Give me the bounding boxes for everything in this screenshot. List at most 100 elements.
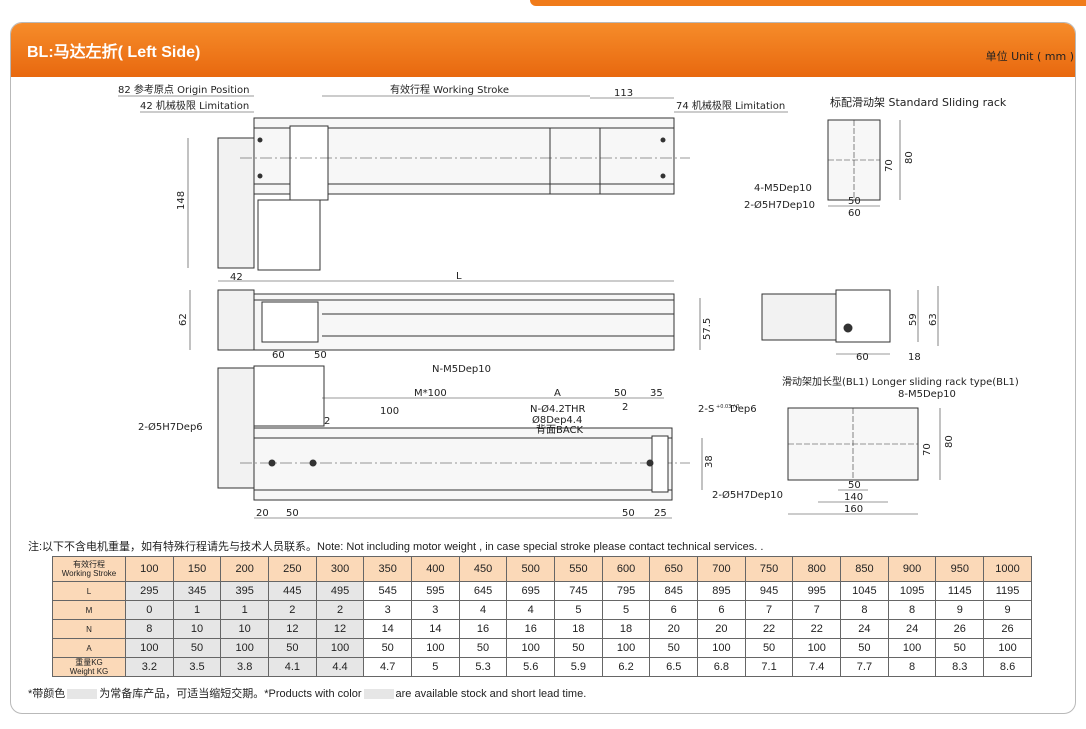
row-header-en: Weight KG: [69, 667, 109, 676]
dim-63: 63: [928, 313, 939, 326]
table-cell: 8.3: [935, 657, 985, 677]
table-cell: 100: [125, 638, 174, 658]
dim-113: 113: [614, 88, 633, 99]
dim-57-5: 57.5: [702, 318, 713, 340]
dim-60-section: 60: [856, 352, 869, 363]
table-cell: 100: [315, 638, 365, 658]
table-cell: 400: [411, 556, 460, 582]
table-cell: 7: [792, 600, 842, 620]
table-cell: 100: [220, 638, 270, 658]
label-long-rack: 滑动架加长型(BL1) Longer sliding rack type(BL1…: [782, 375, 1019, 388]
table-cell: 100: [125, 556, 174, 582]
table-cell: 50: [363, 638, 413, 658]
section-title: BL:马达左折( Left Side): [27, 44, 201, 61]
table-cell: 600: [601, 556, 651, 582]
table-cell: 100: [983, 638, 1032, 658]
dim-20: 20: [256, 508, 269, 519]
table-cell: 850: [840, 556, 889, 582]
table-cell: 350: [363, 556, 413, 582]
dim-35: 35: [650, 388, 663, 399]
table-cell: 845: [649, 581, 699, 601]
label-2-o5h7-std: 2-Ø5H7Dep10: [744, 199, 815, 211]
table-cell: 50: [935, 638, 985, 658]
table-cell: 1195: [983, 581, 1032, 601]
dim-42: 42: [230, 272, 243, 283]
table-cell: 2: [268, 600, 317, 620]
label-n-4-2: N-Ø4.2THR: [530, 403, 585, 415]
table-cell: 345: [172, 581, 222, 601]
table-cell: 14: [411, 619, 460, 639]
table-cell: 50: [744, 638, 794, 658]
table-cell: 16: [506, 619, 556, 639]
row-header-cn: L: [86, 586, 92, 596]
dim-62: 62: [178, 313, 189, 326]
table-cell: 1095: [887, 581, 937, 601]
table-cell: 1: [220, 600, 270, 620]
table-cell: 695: [506, 581, 556, 601]
label-back: 背面BACK: [536, 423, 584, 436]
table-cell: 3.5: [172, 657, 222, 677]
row-header-cn: A: [86, 643, 92, 653]
dim-160: 160: [844, 504, 863, 515]
rail-front-view: [253, 293, 675, 351]
row-header: A: [52, 638, 126, 658]
row-header-cn: M: [85, 605, 93, 615]
table-cell: 450: [458, 556, 508, 582]
dim-2-right: 2: [622, 402, 628, 413]
table-cell: 2: [315, 600, 365, 620]
table-cell: 6.8: [697, 657, 746, 677]
dim-70-long: 70: [922, 443, 933, 456]
table-cell: 1: [172, 600, 222, 620]
table-cell: 3.2: [125, 657, 174, 677]
table-cell: 650: [649, 556, 699, 582]
table-cell: 12: [315, 619, 365, 639]
dim-50-bottom-right: 50: [622, 508, 635, 519]
table-cell: 100: [887, 638, 937, 658]
stock-color-swatch: [363, 689, 394, 700]
table-cell: 8.6: [983, 657, 1032, 677]
footnote-mid: 为常备库产品，可适当缩短交期。*Products with color: [99, 688, 362, 700]
table-cell: 4.4: [315, 657, 365, 677]
table-cell: 8: [840, 600, 889, 620]
section-header: BL:马达左折( Left Side): [11, 23, 1075, 77]
technical-drawing: 82 参考原点 Origin Position 42 机械极限 Limitati…: [118, 83, 1019, 519]
label-counterbore: Ø8Dep4.4: [532, 414, 582, 426]
table-cell: 14: [363, 619, 413, 639]
table-cell: 945: [744, 581, 794, 601]
label-s5-tol: +0.03 / 0: [716, 404, 739, 410]
table-cell: 1045: [840, 581, 889, 601]
table-cell: 395: [220, 581, 270, 601]
spec-sheet-frame: BL:马达左折( Left Side): [10, 22, 1076, 714]
table-cell: 295: [125, 581, 174, 601]
table-cell: 645: [458, 581, 508, 601]
table-cell: 950: [935, 556, 985, 582]
label-working-stroke: 有效行程 Working Stroke: [390, 83, 509, 96]
row-header-cn: N: [86, 624, 92, 634]
dim-60-front: 60: [272, 350, 285, 361]
table-cell: 250: [268, 556, 317, 582]
table-cell: 22: [744, 619, 794, 639]
table-cell: 800: [792, 556, 842, 582]
table-cell: 26: [935, 619, 985, 639]
dim-148: 148: [176, 191, 187, 210]
table-cell: 10: [172, 619, 222, 639]
dim-A: A: [554, 388, 561, 399]
label-standard-rack: 标配滑动架 Standard Sliding rack: [830, 95, 1007, 109]
table-cell: 3: [411, 600, 460, 620]
rail-bottom-view: [253, 427, 673, 501]
table-cell: 1000: [983, 556, 1032, 582]
dim-80-long: 80: [944, 435, 955, 448]
table-cell: 100: [792, 638, 842, 658]
table-cell: 10: [220, 619, 270, 639]
dim-50-std: 50: [848, 196, 861, 207]
table-cell: 4: [458, 600, 508, 620]
table-cell: 8: [887, 657, 937, 677]
table-cell: 100: [697, 638, 746, 658]
row-header: M: [52, 600, 126, 620]
row-header-en: Working Stroke: [61, 569, 117, 578]
